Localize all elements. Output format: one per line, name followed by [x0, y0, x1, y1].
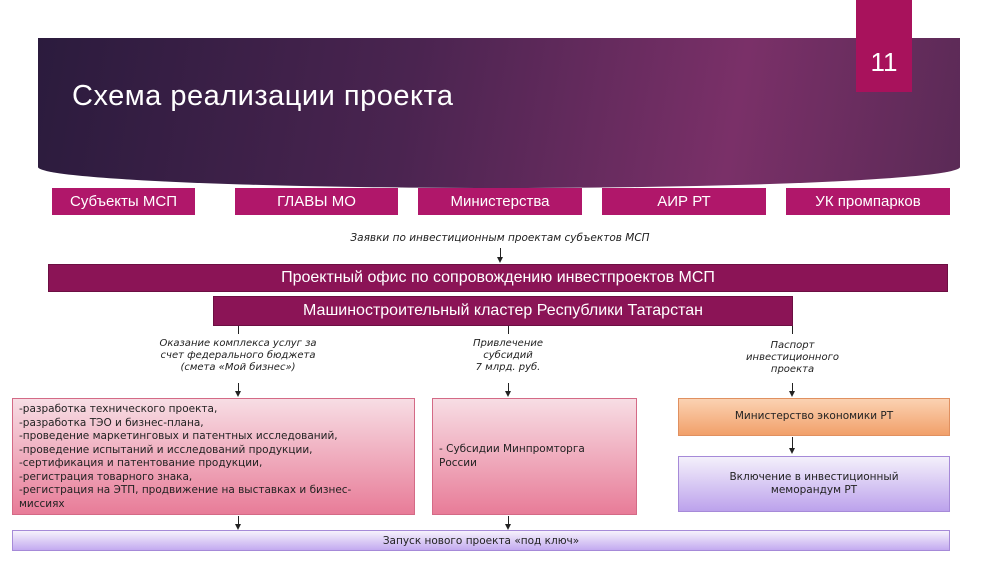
arrow-down-icon	[505, 524, 511, 530]
box-air-rt: АИР РТ	[602, 188, 766, 215]
connector	[508, 516, 509, 524]
branch-caption-subsidies: Привлечение субсидий 7 млрд. руб.	[448, 338, 568, 374]
service-item: -проведение испытаний и исследований про…	[19, 443, 313, 456]
requests-label: Заявки по инвестиционным проектам субъек…	[350, 232, 650, 244]
arrow-down-icon	[235, 524, 241, 530]
cluster-bar: Машиностроительный кластер Республики Та…	[213, 296, 793, 326]
box-ministries: Министерства	[418, 188, 582, 215]
caption-line: Оказание комплекса услуг за	[159, 338, 317, 349]
connector	[792, 383, 793, 391]
service-item: -проведение маркетинговых и патентных ис…	[19, 430, 338, 442]
slide-title: Схема реализации проекта	[72, 80, 454, 112]
arrow-down-icon	[789, 391, 795, 397]
service-item: -регистрация товарного знака,	[19, 470, 193, 483]
header-banner	[38, 38, 960, 188]
service-item: -сертификация и патентование продукции,	[19, 457, 263, 469]
caption-line: Привлечение	[472, 338, 544, 349]
ministry-economy-box: Министерство экономики РТ	[678, 398, 950, 436]
launch-bar: Запуск нового проекта «под ключ»	[12, 530, 950, 551]
subsidy-item: - Субсидии Минпромторга России	[439, 443, 585, 469]
connector	[792, 326, 793, 334]
branch-caption-services: Оказание комплекса услуг за счет федерал…	[128, 338, 348, 374]
box-msp-subjects: Субъекты МСП	[52, 188, 195, 215]
connector	[238, 326, 239, 334]
connector	[238, 516, 239, 524]
connector	[508, 326, 509, 334]
box-mo-heads: ГЛАВЫ МО	[235, 188, 398, 215]
service-item: -регистрация на ЭТП, продвижение на выст…	[19, 484, 352, 510]
caption-line: 7 млрд. руб.	[475, 362, 541, 373]
arrow-down-icon	[505, 391, 511, 397]
branch-caption-passport: Паспорт инвестиционного проекта	[730, 340, 855, 376]
memorandum-box: Включение в инвестиционный меморандум РТ	[678, 456, 950, 512]
connector	[792, 437, 793, 448]
service-item: -разработка технического проекта,	[19, 403, 218, 415]
caption-line: счет федерального бюджета	[160, 350, 316, 361]
service-item: -разработка ТЭО и бизнес-плана,	[19, 416, 204, 429]
connector	[500, 248, 501, 257]
services-list-box: -разработка технического проекта, -разра…	[12, 398, 415, 515]
arrow-down-icon	[235, 391, 241, 397]
connector	[238, 383, 239, 391]
caption-line: Паспорт	[770, 340, 815, 351]
connector	[508, 383, 509, 391]
caption-line: (смета «Мой бизнес»)	[180, 362, 296, 373]
project-office-bar: Проектный офис по сопровождению инвестпр…	[48, 264, 948, 292]
caption-line: субсидий	[483, 350, 533, 361]
caption-line: проекта	[770, 364, 815, 375]
page-number: 11	[856, 0, 912, 92]
subsidies-box: - Субсидии Минпромторга России	[432, 398, 637, 515]
arrow-down-icon	[497, 257, 503, 263]
box-uk-industrial-parks: УК промпарков	[786, 188, 950, 215]
arrow-down-icon	[789, 448, 795, 454]
caption-line: инвестиционного	[746, 352, 839, 363]
